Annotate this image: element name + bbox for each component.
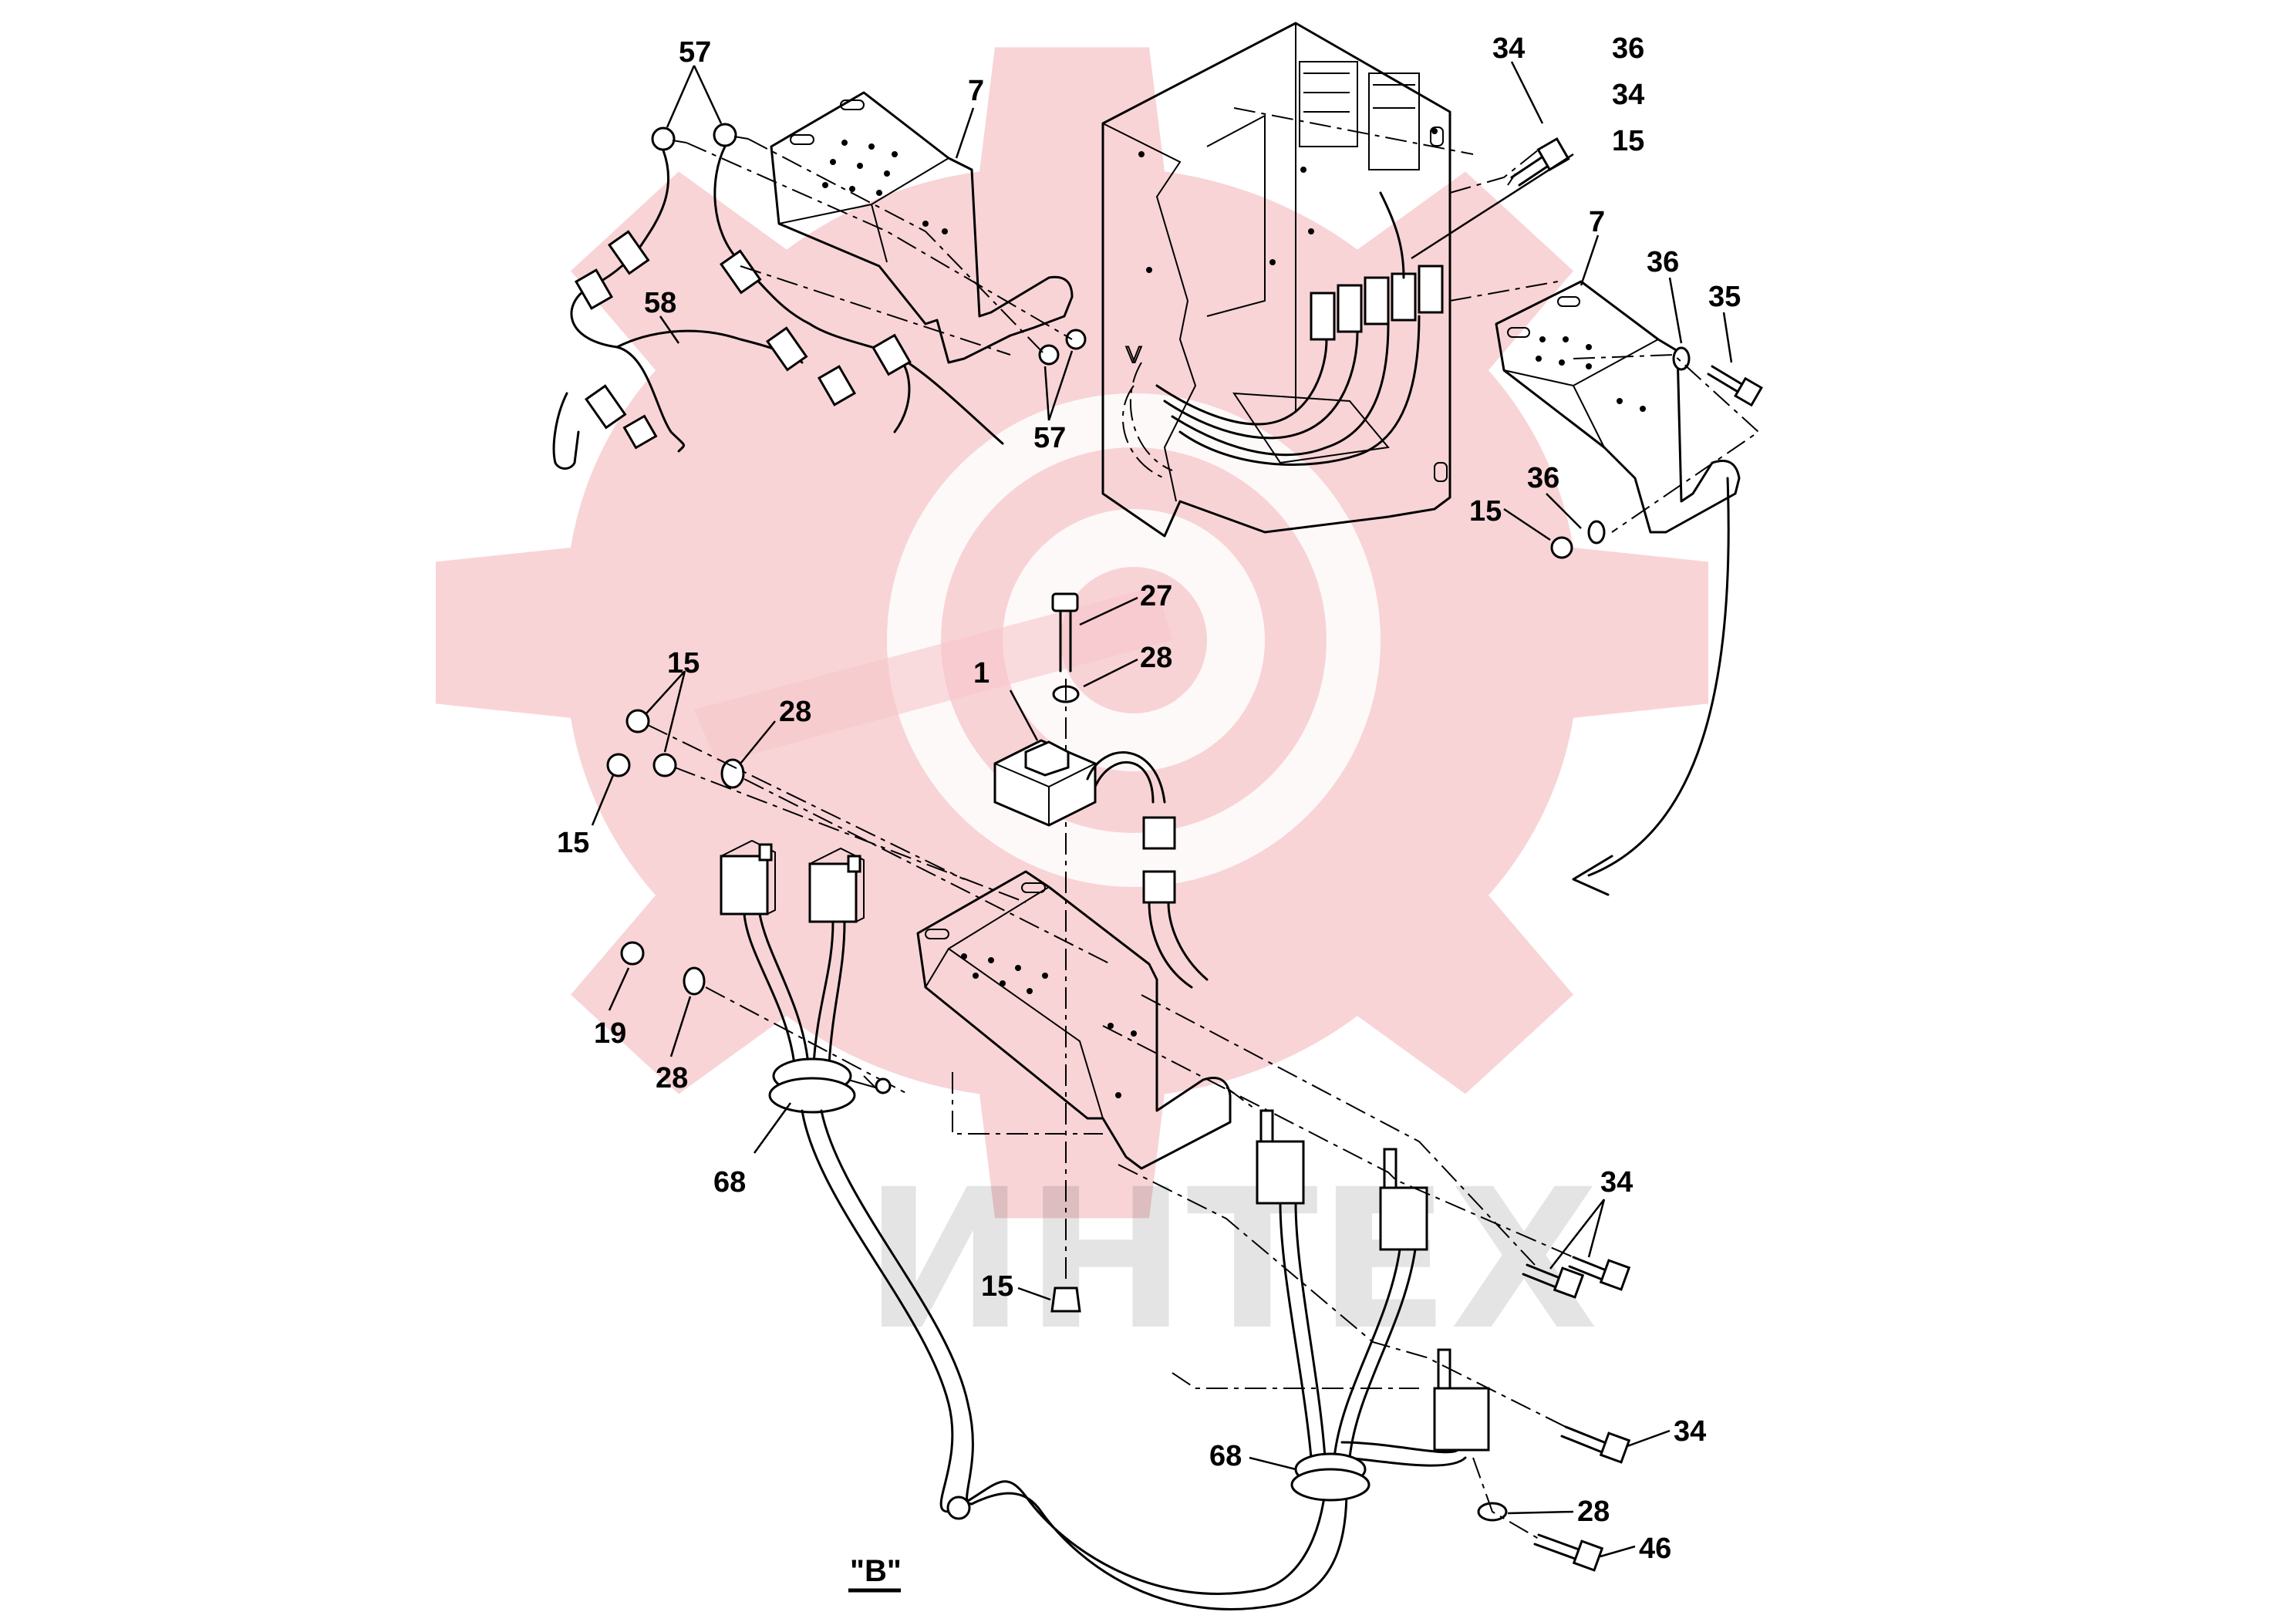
- callout-35: 35: [1708, 281, 1741, 313]
- callout-15: 15: [1469, 495, 1502, 528]
- callout-15: 15: [667, 647, 700, 679]
- svg-text:V: V: [1126, 342, 1141, 368]
- top-left-bracket-assembly: [552, 91, 1087, 470]
- callout-28: 28: [1140, 642, 1172, 674]
- callout-68: 68: [1209, 1440, 1242, 1472]
- watermark-text: ИНТЕХ: [864, 1148, 1599, 1372]
- watermark-swoosh: [694, 586, 1172, 764]
- watermark-gear-logo: ИНТЕХ: [436, 47, 1708, 1372]
- callout-34: 34: [1612, 79, 1644, 111]
- callout-46: 46: [1639, 1533, 1671, 1565]
- callout-1: 1: [973, 657, 990, 690]
- callout-58: 58: [644, 287, 676, 319]
- callout-19: 19: [594, 1017, 626, 1050]
- callout-15: 15: [1612, 125, 1644, 157]
- callout-34: 34: [1492, 32, 1525, 65]
- callout-34: 34: [1674, 1415, 1706, 1448]
- view-label: "B": [850, 1554, 902, 1588]
- callout-labels: 57 7 58 57 34 36 34 15 7 36 35 36 15 27 …: [557, 32, 1741, 1565]
- callout-15: 15: [557, 827, 589, 859]
- callout-28: 28: [656, 1062, 688, 1094]
- callout-57: 57: [679, 36, 711, 69]
- callout-68: 68: [713, 1166, 746, 1199]
- callout-28: 28: [779, 696, 811, 728]
- view-b-assembly: [606, 592, 1631, 1610]
- callout-34: 34: [1600, 1166, 1633, 1199]
- callout-57: 57: [1033, 422, 1066, 454]
- callout-27: 27: [1140, 580, 1172, 612]
- callout-36: 36: [1527, 462, 1559, 494]
- callout-36: 36: [1647, 246, 1679, 278]
- callout-28: 28: [1577, 1496, 1610, 1528]
- top-center-electrical-box: V: [1101, 22, 1543, 538]
- callout-7: 7: [1589, 206, 1605, 238]
- callout-36: 36: [1612, 32, 1644, 65]
- callout-7: 7: [968, 75, 984, 107]
- callout-15: 15: [981, 1270, 1013, 1303]
- callout-leaders: [591, 61, 1733, 1558]
